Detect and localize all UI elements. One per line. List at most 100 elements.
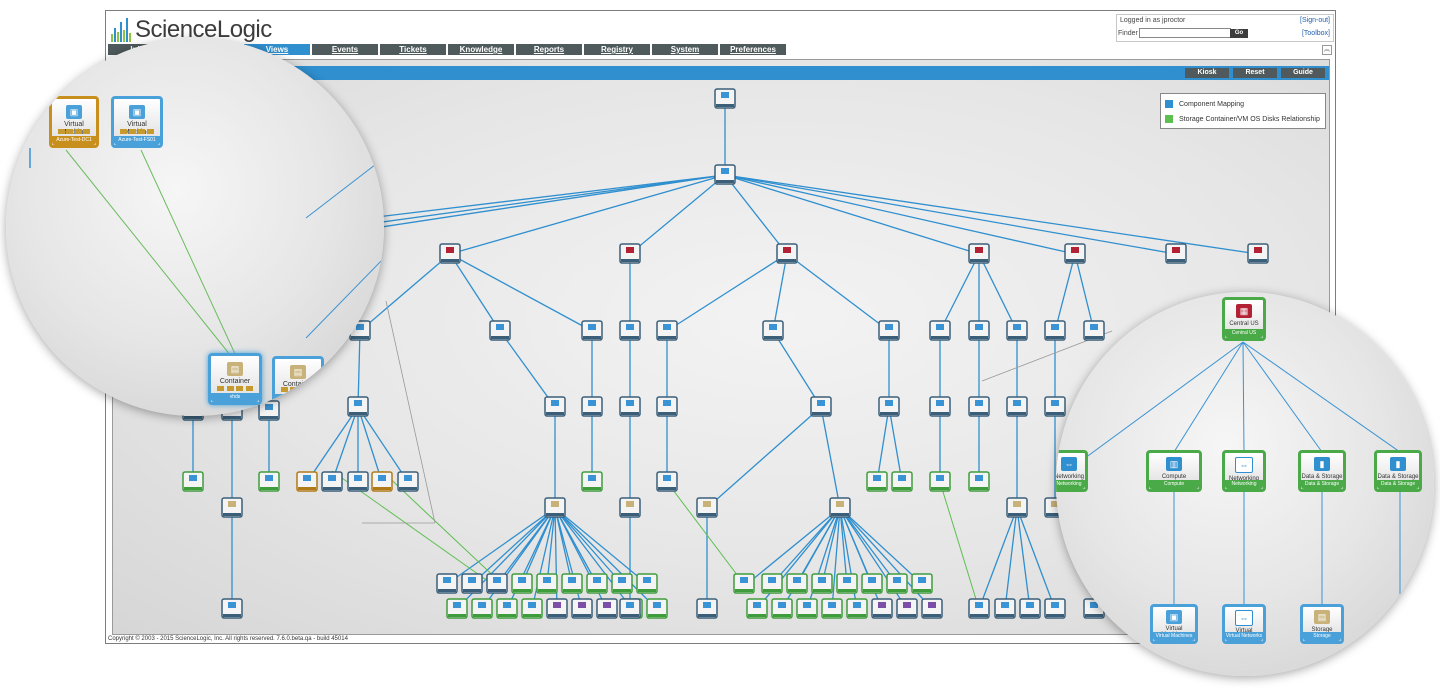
topology-node[interactable] [896,598,918,619]
topology-node[interactable] [714,88,736,109]
topology-node[interactable] [929,396,951,417]
topology-node[interactable] [861,573,883,594]
topology-node[interactable] [586,573,608,594]
topology-node[interactable] [762,320,784,341]
topology-node[interactable] [846,598,868,619]
topology-node[interactable] [486,573,508,594]
topology-node[interactable] [511,573,533,594]
topology-node[interactable] [1019,598,1041,619]
topology-node[interactable] [581,471,603,492]
topology-node[interactable] [696,598,718,619]
topology-node[interactable] [581,320,603,341]
topology-node[interactable] [596,598,618,619]
topology-node[interactable] [371,471,393,492]
topology-node[interactable] [461,573,483,594]
topology-node[interactable] [714,164,736,185]
topology-node[interactable] [221,497,243,518]
topology-node[interactable] [994,598,1016,619]
finder-input[interactable] [1139,28,1231,38]
topology-node[interactable] [544,396,566,417]
nav-tab-tickets[interactable]: Tickets [380,44,446,55]
topology-node[interactable] [471,598,493,619]
topology-node[interactable] [929,320,951,341]
topology-node[interactable] [619,243,641,264]
topology-node[interactable] [878,396,900,417]
topology-node[interactable] [968,320,990,341]
collapse-up-icon[interactable]: ︽ [1322,45,1332,55]
topology-node[interactable] [619,396,641,417]
topology-node[interactable] [636,573,658,594]
topology-node[interactable] [446,598,468,619]
topology-node[interactable] [546,598,568,619]
topology-node[interactable] [536,573,558,594]
topology-node[interactable] [929,471,951,492]
topology-node[interactable] [891,471,913,492]
toolbox-link[interactable]: [Toolbox] [1301,30,1330,37]
leaf-node-virtual-machines[interactable]: ▣ Virtual Machines Virtual Machines [1150,604,1198,644]
topology-node[interactable] [489,320,511,341]
vm-node-azure-test-fs01[interactable]: ▣ Virtual Machine Azure-Test-FS01 [111,96,163,148]
topology-node[interactable] [796,598,818,619]
topology-node[interactable] [968,598,990,619]
topology-node[interactable] [656,320,678,341]
topology-node[interactable] [544,497,566,518]
topology-node[interactable] [646,598,668,619]
topology-node[interactable] [436,573,458,594]
topology-node[interactable] [921,598,943,619]
topology-node[interactable] [696,497,718,518]
topology-node[interactable] [878,320,900,341]
topology-node[interactable] [397,471,419,492]
topology-node[interactable] [1006,320,1028,341]
topology-node[interactable] [1006,396,1028,417]
topology-node[interactable] [968,471,990,492]
topology-node[interactable] [786,573,808,594]
topology-node[interactable] [439,243,461,264]
region-node-central-us[interactable]: ▦ Central US Central US [1222,297,1266,341]
topology-node[interactable] [347,396,369,417]
topology-node[interactable] [1044,598,1066,619]
topology-node[interactable] [656,471,678,492]
nav-tab-views[interactable]: Views [244,44,310,55]
topology-node[interactable] [561,573,583,594]
topology-node[interactable] [1247,243,1269,264]
topology-node[interactable] [347,471,369,492]
topology-node[interactable] [619,320,641,341]
topology-node[interactable] [521,598,543,619]
leaf-node-virtual-networks[interactable]: ⇔ Virtual Networks Virtual Networks [1222,604,1266,644]
service-node-data-storage[interactable]: ▮ Data & Storage Data & Storage [1298,450,1346,492]
topology-node[interactable] [821,598,843,619]
topology-node[interactable] [1165,243,1187,264]
nav-tab-preferences[interactable]: Preferences [720,44,786,55]
nav-tab-knowledge[interactable]: Knowledge [448,44,514,55]
service-node-data-storage-2[interactable]: ▮ Data & Storage Data & Storage [1374,450,1422,492]
topology-node[interactable] [496,598,518,619]
leaf-node-storage[interactable]: ▤ Storage Storage [1300,604,1344,644]
service-node-compute[interactable]: ▥ Compute Compute [1146,450,1202,492]
vm-node-azure-test-dc1[interactable]: ▣ Virtual Machine Azure-Test-DC1 [49,96,99,148]
nav-tab-registry[interactable]: Registry [584,44,650,55]
guide-button[interactable]: Guide [1281,68,1325,78]
topology-node[interactable] [733,573,755,594]
topology-node[interactable] [771,598,793,619]
topology-node[interactable] [810,396,832,417]
topology-node[interactable] [968,243,990,264]
sign-out-link[interactable]: [Sign-out] [1300,17,1330,24]
topology-node[interactable] [871,598,893,619]
topology-node[interactable] [886,573,908,594]
nav-tab-events[interactable]: Events [312,44,378,55]
go-button[interactable]: Go [1230,29,1248,38]
topology-node[interactable] [911,573,933,594]
topology-node[interactable] [258,471,280,492]
topology-node[interactable] [776,243,798,264]
topology-node[interactable] [1006,497,1028,518]
topology-node[interactable] [619,497,641,518]
topology-node[interactable] [1083,320,1105,341]
topology-node[interactable] [619,598,641,619]
container-node-vhds[interactable]: ▤ Container vhds [208,353,262,405]
topology-node[interactable] [829,497,851,518]
topology-node[interactable] [836,573,858,594]
topology-node[interactable] [1044,320,1066,341]
topology-node[interactable] [746,598,768,619]
topology-node[interactable] [296,471,318,492]
service-node-networking[interactable]: ⇔ Networking Networking [1222,450,1266,492]
